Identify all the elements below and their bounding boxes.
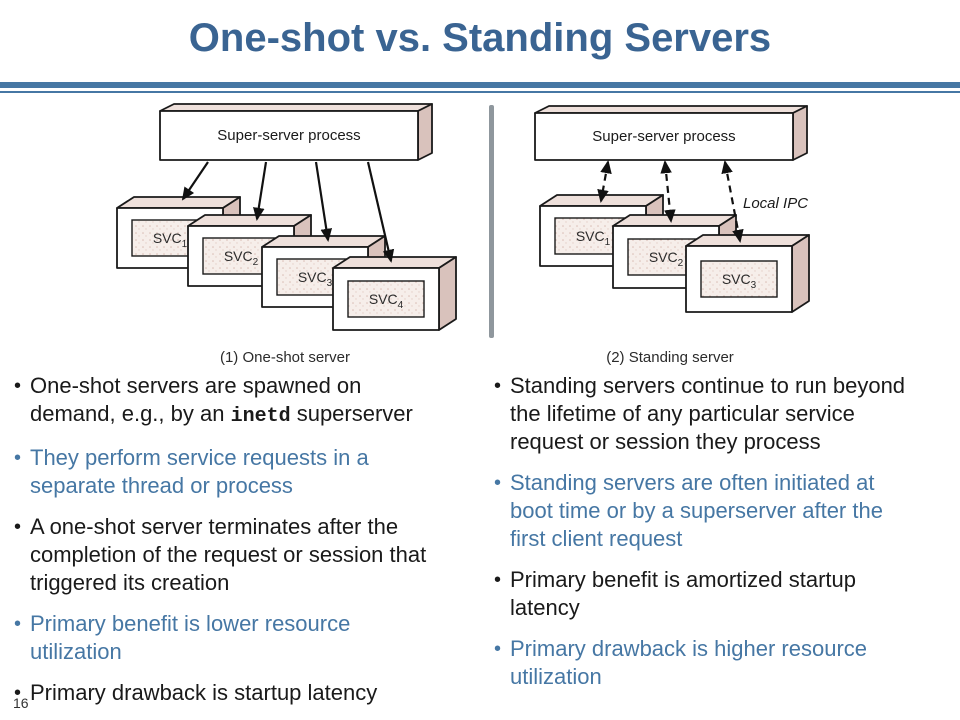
bullet-dot: • [494, 569, 502, 591]
svc-label: SVC2 [649, 249, 684, 269]
super-server-label: Super-server process [217, 127, 360, 144]
right-bullet-4: • Primary drawback is higher resource ut… [494, 636, 868, 689]
left-bullet-1: • One-shot servers are spawned on demand… [14, 372, 466, 431]
spawn-arrow-4 [366, 161, 395, 263]
bullet-dot: • [494, 472, 502, 494]
svc-box-4: SVC4 [332, 256, 457, 331]
ipc-arrow-2 [660, 160, 676, 223]
left-bullet-4: • Primary benefit is lower resource util… [14, 611, 351, 664]
bullet-dot: • [14, 613, 22, 635]
page-title: One-shot vs. Standing Servers [188, 16, 772, 60]
diagram-divider [489, 105, 494, 338]
bullet-dot: • [494, 375, 502, 397]
bullet-dot: • [14, 682, 22, 704]
bullet-dot: • [494, 638, 502, 660]
local-ipc-label: Local IPC [743, 195, 808, 212]
title-separator-thick [0, 82, 960, 88]
title-separator-thin [0, 91, 960, 93]
standing-bullets: • Standing servers continue to run beyon… [494, 372, 952, 704]
diagram-caption: (1) One-shot server [220, 349, 350, 366]
spawn-arrow-2 [253, 161, 268, 221]
svc-label: SVC1 [576, 228, 611, 248]
left-bullet-2: • They perform service requests in a sep… [14, 445, 369, 498]
svc-label: SVC3 [722, 271, 757, 291]
bullet-dot: • [14, 375, 22, 397]
left-bullet-3: • A one-shot server terminates after the… [14, 514, 427, 595]
ipc-arrow-1 [597, 160, 612, 203]
left-bullet-5: • Primary drawback is startup latency [14, 680, 378, 705]
right-bullet-2: • Standing servers are often initiated a… [494, 470, 883, 551]
svc-label: SVC3 [298, 269, 333, 289]
standing-server-diagram: Super-server process SVC1 SVC2 [534, 105, 810, 366]
bullet-dot: • [14, 516, 22, 538]
spawn-arrow-3 [314, 161, 333, 242]
diagram-caption: (2) Standing server [606, 349, 734, 366]
bullet-dot: • [14, 447, 22, 469]
inline-code: inetd [230, 405, 291, 428]
svc-label: SVC4 [369, 291, 404, 311]
one-shot-bullets: • One-shot servers are spawned on demand… [14, 372, 466, 720]
page-number: 16 [13, 695, 29, 711]
right-bullet-1: • Standing servers continue to run beyon… [494, 373, 906, 454]
super-server-label: Super-server process [592, 128, 735, 145]
one-shot-diagram: Super-server process SVC1 SVC2 [116, 103, 457, 366]
spawn-arrow-1 [181, 161, 209, 201]
super-server-box: Super-server process [534, 105, 808, 161]
svc-label: SVC2 [224, 248, 259, 268]
svc-box-3: SVC3 [685, 234, 810, 313]
super-server-box: Super-server process [159, 103, 433, 161]
svc-label: SVC1 [153, 230, 188, 250]
right-bullet-3: • Primary benefit is amortized startup l… [494, 567, 857, 620]
ipc-arrow-3 [721, 160, 744, 243]
